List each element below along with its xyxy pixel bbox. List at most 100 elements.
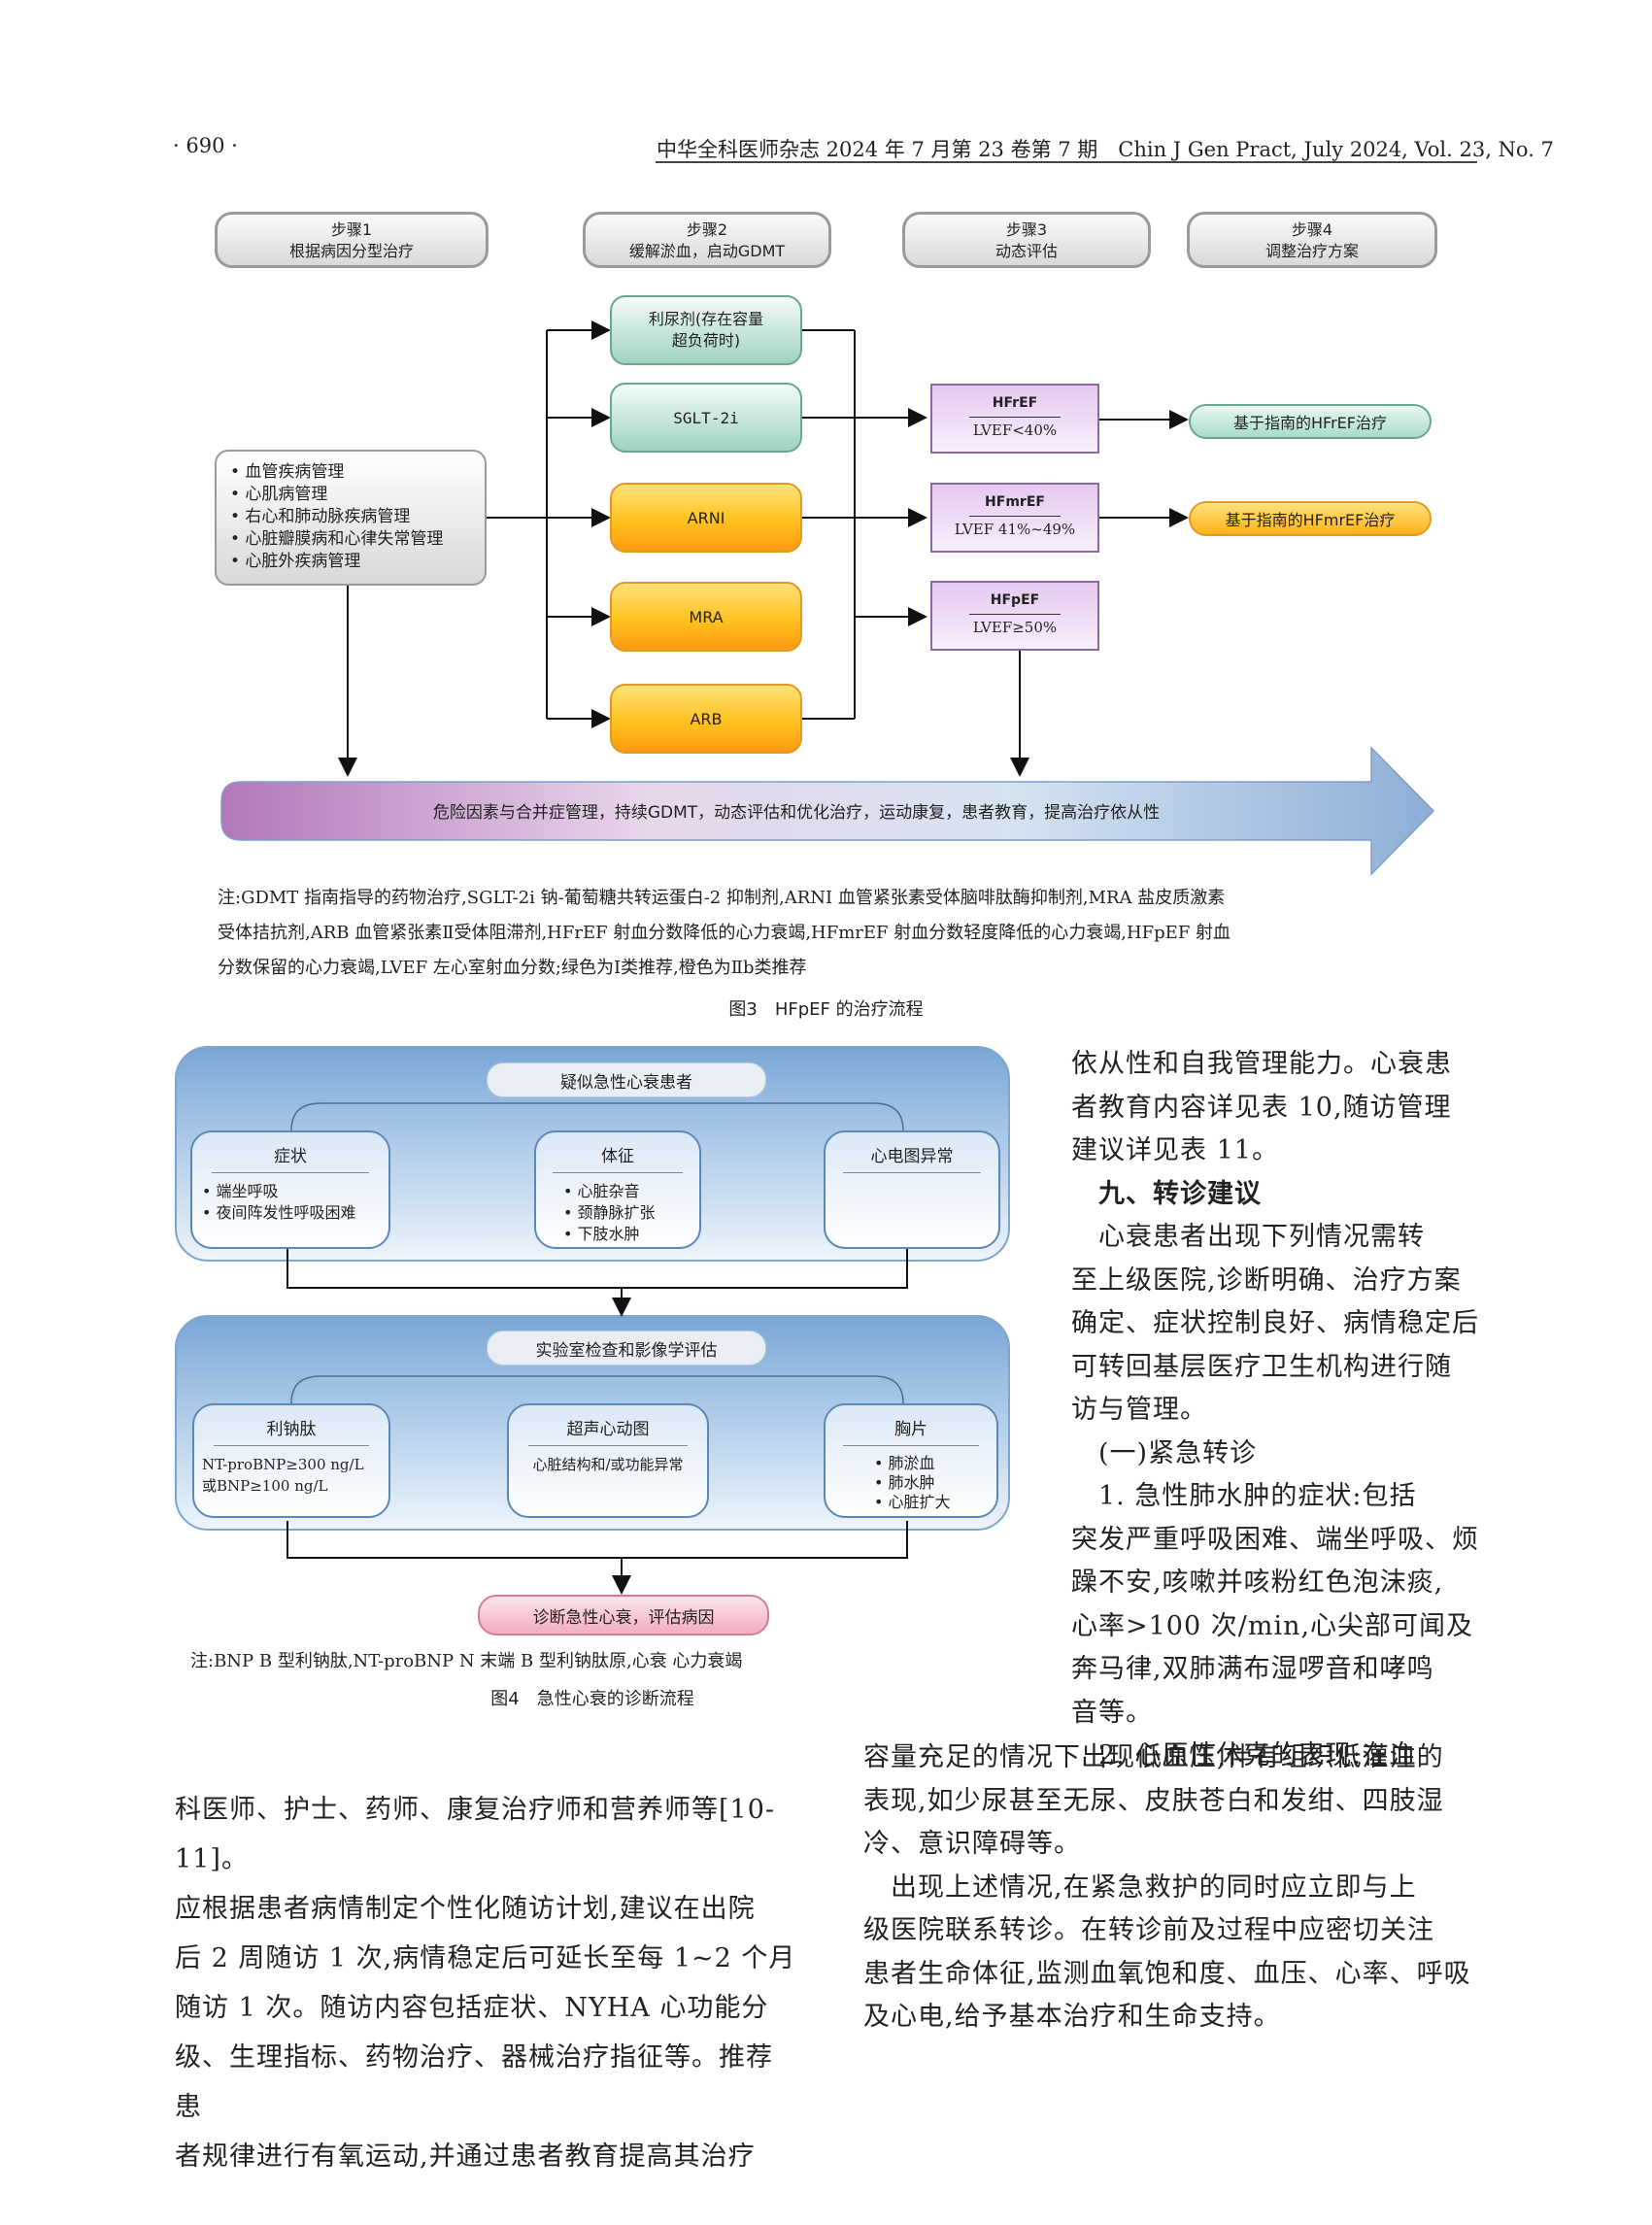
right-column-wide-text: 容量充足的情况下出现低血压,伴有组织低灌注的 表现,如少尿甚至无尿、皮肤苍白和发… [863, 1736, 1485, 2040]
left-column-text: 科医师、护士、药师、康复治疗师和营养师等[10-11]。 应根据患者病情制定个性… [175, 1785, 796, 2181]
step-3: 步骤3 动态评估 [902, 212, 1151, 268]
cxr-item: • 肺淤血 [874, 1454, 935, 1472]
body-line: 出现上述情况,在紧急救护的同时应立即与上 [863, 1871, 1417, 1903]
hfref-treatment-label: 基于指南的HFrEF治疗 [1233, 414, 1387, 432]
sign-item: • 颈静脉扩张 [563, 1203, 656, 1222]
body-line: 者教育内容详见表 10,随访管理 [1071, 1092, 1452, 1123]
class-divider [969, 417, 1061, 418]
fig3-note-line: 受体拮抗剂,ARB 血管紧张素Ⅱ受体阻滞剂,HFrEF 射血分数降低的心力衰竭,… [218, 923, 1231, 943]
symptom-item: • 夜间阵发性呼吸困难 [202, 1203, 356, 1222]
arni-box: ARNI [610, 483, 802, 553]
sglt2i-label: SGLT-2i [673, 408, 739, 427]
hfref-title: HFrEF [992, 395, 1038, 411]
hfpef-box: HFpEF LVEF≥50% [930, 581, 1099, 651]
fig3-caption: 图3 HFpEF 的治疗流程 [728, 999, 924, 1020]
arb-box: ARB [610, 684, 802, 754]
sign-title: 体征 [601, 1147, 634, 1166]
sign-item: • 心脏杂音 [563, 1182, 640, 1200]
hfmref-title: HFmrEF [985, 494, 1045, 510]
step-2-number: 步骤2 [686, 220, 728, 239]
header-rule [656, 161, 1477, 163]
body-line: 随访 1 次。随访内容包括症状、NYHA 心功能分 [175, 1993, 769, 2023]
body-line: 后 2 周随访 1 次,病情稳定后可延长至每 1~2 个月 [175, 1943, 796, 1973]
arni-label: ARNI [687, 508, 725, 527]
page-number: · 690 · [173, 134, 238, 157]
step-1-number: 步骤1 [330, 220, 373, 239]
body-line: 依从性和自我管理能力。心衰患 [1071, 1049, 1452, 1079]
right-column-text: 依从性和自我管理能力。心衰患 者教育内容详见表 10,随访管理 建议详见表 11… [1071, 1043, 1479, 1778]
sign-item: • 下肢水肿 [563, 1225, 640, 1243]
fig3-note-line: 注:GDMT 指南指导的药物治疗,SGLT-2i 钠-葡萄糖共转运蛋白-2 抑制… [218, 888, 1226, 908]
body-line: 2. 心原性休克的表现:在血 [1071, 1740, 1417, 1770]
body-line: 表现,如少尿甚至无尿、皮肤苍白和发绀、四肢湿 [863, 1785, 1444, 1816]
body-line: 者规律进行有氧运动,并通过患者教育提高其治疗 [175, 2141, 756, 2172]
lab-imaging-pill: 实验室检查和影像学评估 [487, 1331, 766, 1365]
fig4-note: 注:BNP B 型利钠肽,NT-proBNP N 末端 B 型利钠肽原,心衰 心… [190, 1651, 743, 1671]
body-line: 1. 急性肺水肿的症状:包括 [1071, 1481, 1417, 1511]
step-3-number: 步骤3 [1005, 220, 1048, 239]
mra-label: MRA [689, 607, 724, 626]
journal-header: 中华全科医师杂志 2024 年 7 月第 23 卷第 7 期 Chin J Ge… [657, 138, 1554, 161]
echo-card: 超声心动图 心脏结构和/或功能异常 [507, 1403, 709, 1518]
body-line: 至上级医院,诊断明确、治疗方案 [1071, 1264, 1462, 1296]
step-2: 步骤2 缓解淤血，启动GDMT [583, 212, 831, 268]
etiology-item: • 右心和肺动脉疾病管理 [230, 507, 411, 526]
step-1: 步骤1 根据病因分型治疗 [215, 212, 489, 268]
body-line: 建议详见表 11。 [1071, 1135, 1279, 1165]
etiology-item: • 心肌病管理 [230, 485, 328, 504]
hfmref-treatment-label: 基于指南的HFmrEF治疗 [1225, 511, 1396, 529]
bnp-card: 利钠肽 NT-proBNP≥300 ng/L 或BNP≥100 ng/L [192, 1403, 390, 1518]
body-line: 奔马律,双肺满布湿啰音和哮鸣 [1071, 1654, 1434, 1684]
body-line: 音等。 [1071, 1697, 1153, 1728]
hfpef-title: HFpEF [990, 592, 1040, 608]
step-3-label: 动态评估 [995, 242, 1058, 260]
body-line: 级、生理指标、药物治疗、器械治疗指征等。推荐患 [175, 2042, 773, 2122]
ecg-title: 心电图异常 [870, 1147, 954, 1166]
cxr-card: 胸片 • 肺淤血 • 肺水肿 • 心脏扩大 [824, 1403, 998, 1518]
symptom-card: 症状 • 端坐呼吸 • 夜间阵发性呼吸困难 [190, 1130, 390, 1249]
hfref-treatment: 基于指南的HFrEF治疗 [1189, 404, 1432, 439]
long-term-arrow [220, 746, 1435, 876]
etiology-item: • 心脏瓣膜病和心律失常管理 [230, 529, 444, 549]
body-line: 及心电,给予基本治疗和生命支持。 [863, 2002, 1281, 2032]
symptom-title: 症状 [274, 1147, 307, 1166]
arb-label: ARB [690, 709, 723, 728]
fig3-note-line: 分数保留的心力衰竭,LVEF 左心室射血分数;绿色为Ⅰ类推荐,橙色为Ⅱb类推荐 [218, 958, 807, 978]
card-divider [552, 1172, 684, 1173]
fig3-connectors [220, 320, 1435, 876]
bnp-title: 利钠肽 [266, 1420, 317, 1439]
hfmref-lvef: LVEF 41%~49% [954, 521, 1076, 538]
symptom-item: • 端坐呼吸 [202, 1182, 279, 1200]
step-2-label: 缓解淤血，启动GDMT [628, 242, 786, 260]
echo-item: 心脏结构和/或功能异常 [532, 1456, 684, 1473]
step-4: 步骤4 调整治疗方案 [1187, 212, 1437, 268]
subsection-heading: (一)紧急转诊 [1071, 1437, 1258, 1468]
card-divider [212, 1172, 369, 1173]
cxr-title: 胸片 [894, 1420, 927, 1439]
etiology-item: • 血管疾病管理 [230, 462, 345, 482]
body-line: 冷、意识障碍等。 [863, 1829, 1081, 1859]
body-line: 心衰患者出现下列情况需转 [1071, 1222, 1425, 1252]
diuretic-label: 利尿剂(存在容量超负荷时) [648, 310, 764, 350]
body-line: 突发严重呼吸困难、端坐呼吸、烦 [1071, 1524, 1479, 1555]
sign-card: 体征 • 心脏杂音 • 颈静脉扩张 • 下肢水肿 [534, 1130, 701, 1249]
ecg-card: 心电图异常 [824, 1130, 1000, 1249]
body-line: 心率>100 次/min,心尖部可闻及 [1071, 1610, 1474, 1641]
hfpef-lvef: LVEF≥50% [972, 619, 1058, 636]
class-divider [969, 614, 1061, 615]
hfmref-box: HFmrEF LVEF 41%~49% [930, 483, 1099, 553]
hfmref-treatment: 基于指南的HFmrEF治疗 [1189, 501, 1432, 536]
bnp-item: 或BNP≥100 ng/L [202, 1477, 328, 1495]
body-line: 患者生命体征,监测血氧饱和度、血压、心率、呼吸 [863, 1958, 1471, 1989]
card-divider [214, 1445, 369, 1446]
body-line: 躁不安,咳嗽并咳粉红色泡沫痰, [1071, 1568, 1444, 1598]
card-divider [842, 1172, 982, 1173]
etiology-item: • 心脏外疾病管理 [230, 552, 361, 571]
section-heading: 九、转诊建议 [1071, 1178, 1262, 1209]
fig4-caption: 图4 急性心衰的诊断流程 [490, 1689, 694, 1709]
hfref-box: HFrEF LVEF<40% [930, 384, 1099, 454]
bnp-item: NT-proBNP≥300 ng/L [202, 1456, 364, 1473]
step-1-label: 根据病因分型治疗 [288, 242, 414, 260]
body-line: 应根据患者病情制定个性化随访计划,建议在出院 [175, 1894, 756, 1924]
body-line: 可转回基层医疗卫生机构进行随 [1071, 1351, 1452, 1382]
